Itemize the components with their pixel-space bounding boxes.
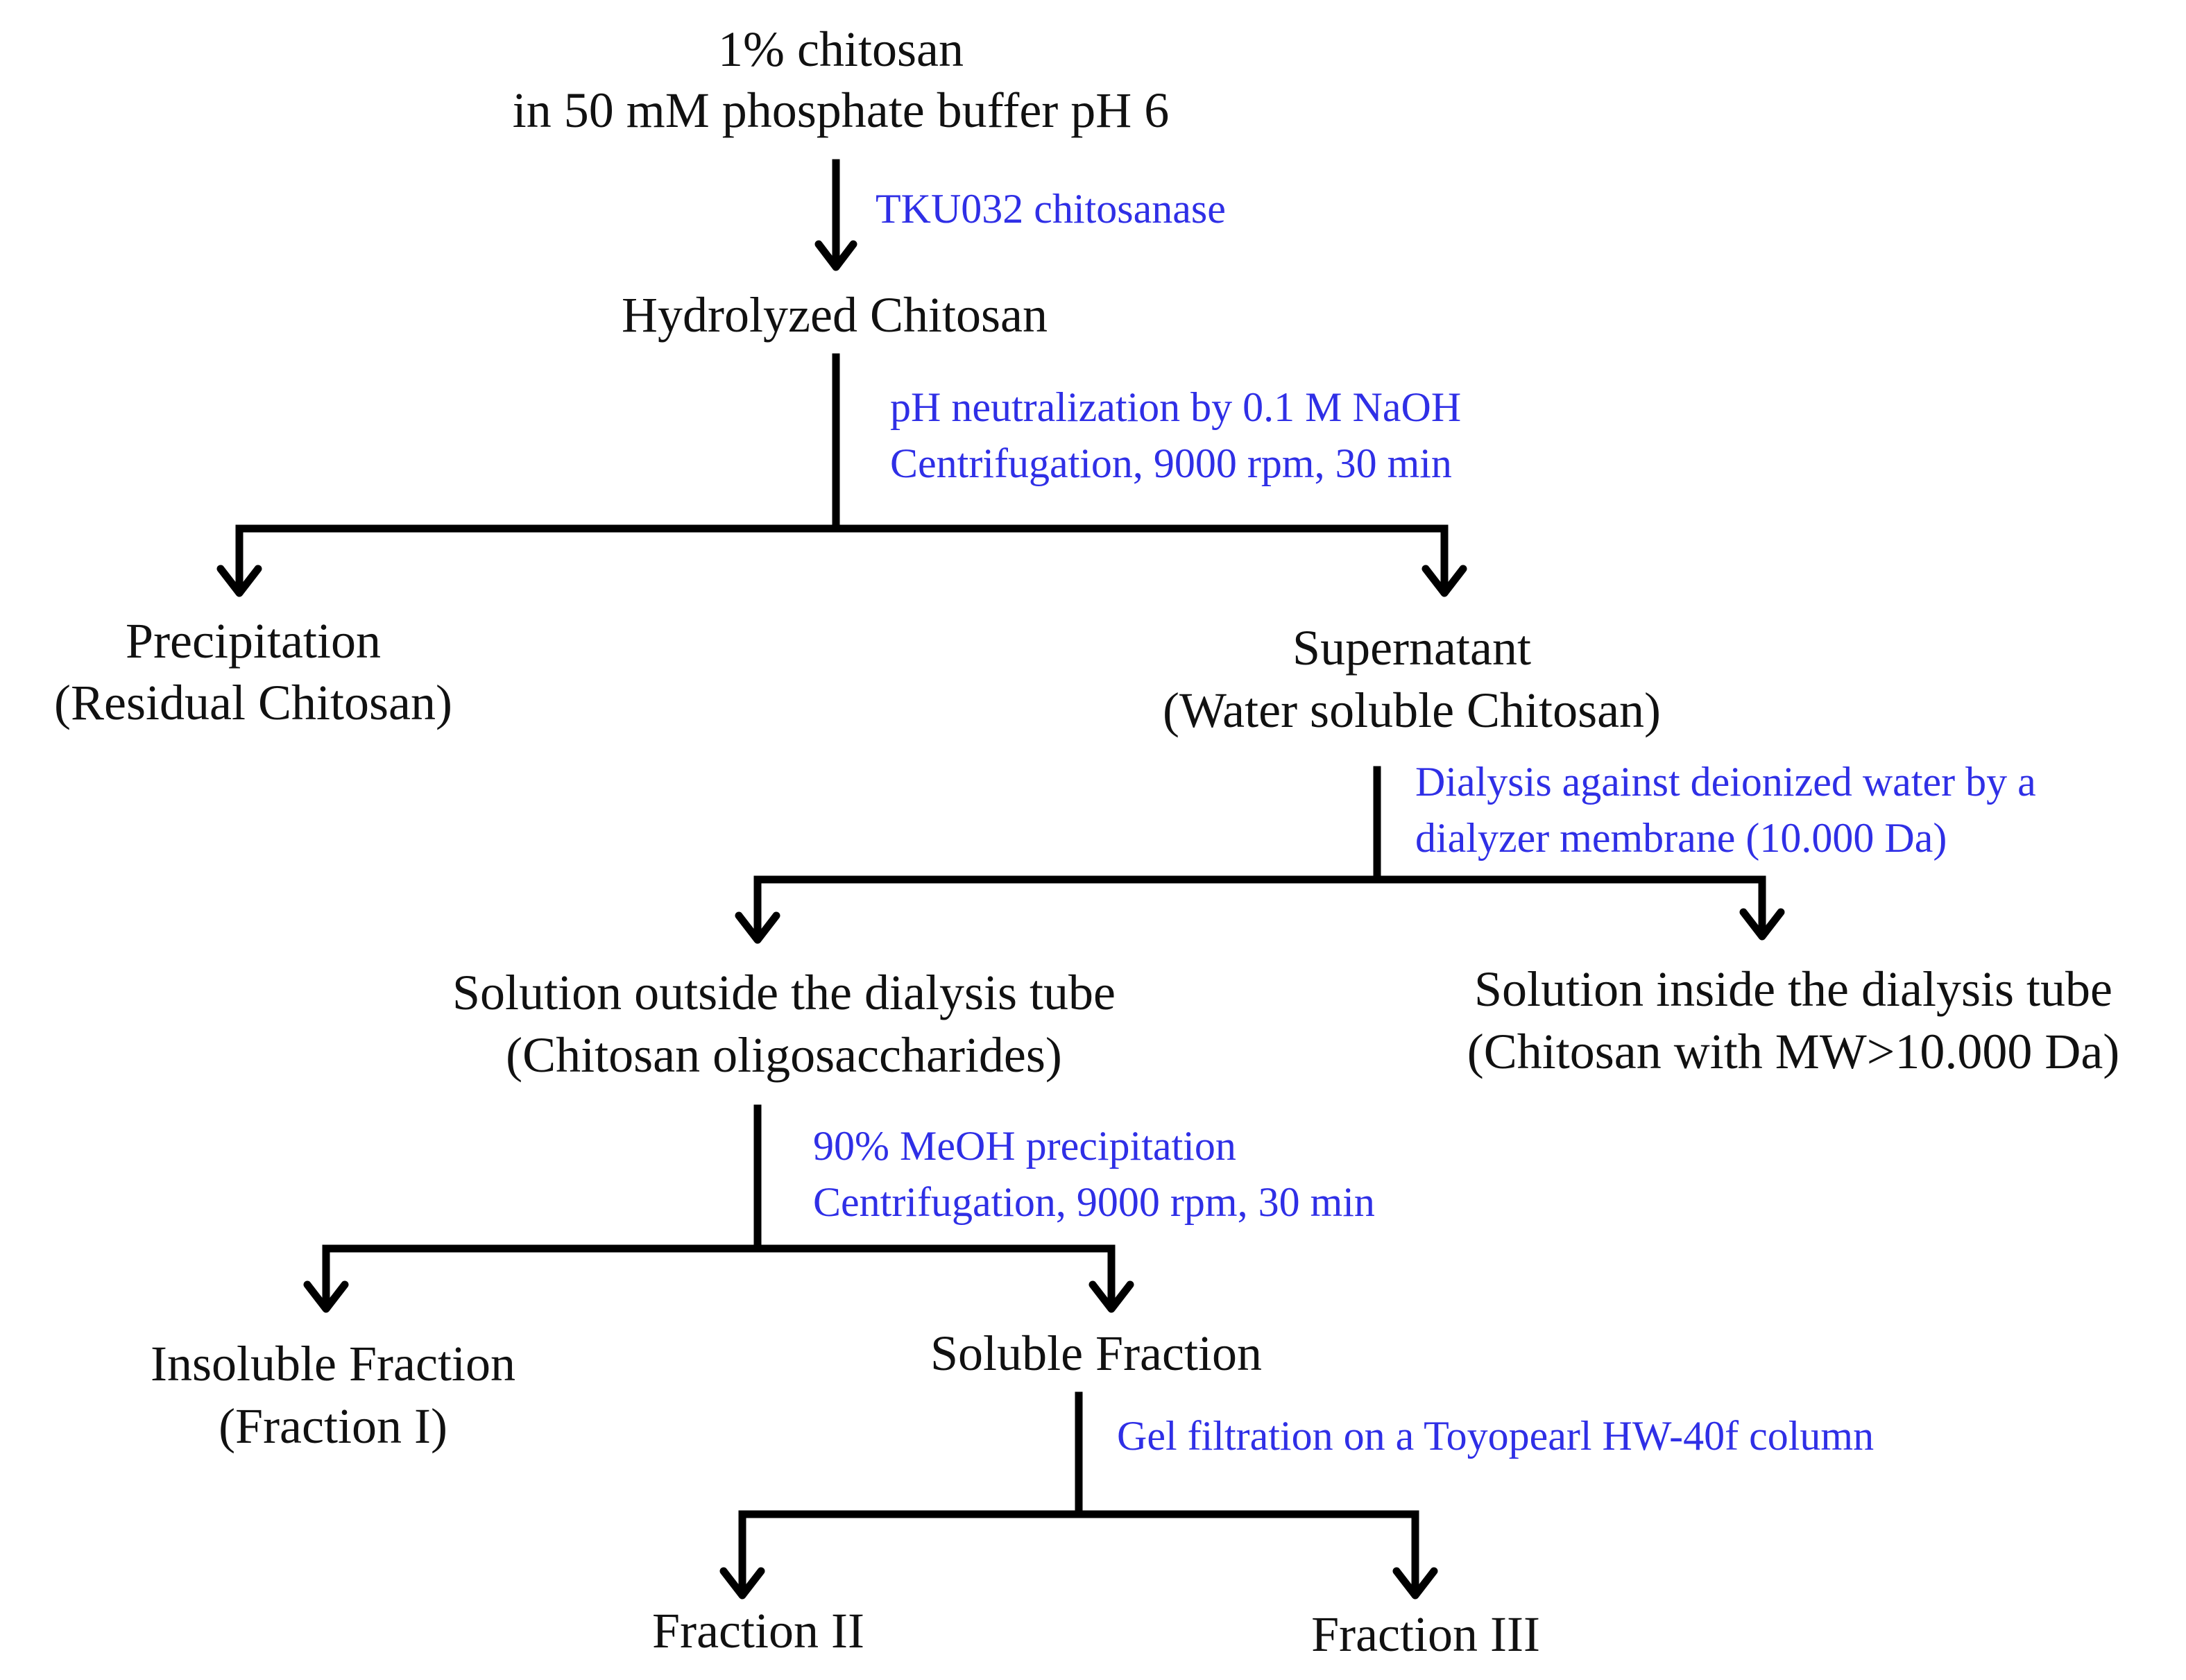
hydrolyzed-chitosan-node: Hydrolyzed Chitosan xyxy=(622,287,1048,343)
inside-dialysis-node-line2: (Chitosan with MW>10.000 Da) xyxy=(1467,1024,2120,1079)
arrowhead-to-insoluble xyxy=(303,1280,349,1313)
fraction-3-node: Fraction III xyxy=(1311,1606,1540,1662)
inside-dialysis-node-line1: Solution inside the dialysis tube xyxy=(1474,961,2112,1017)
supernatant-node-line2: (Water soluble Chitosan) xyxy=(1163,683,1661,738)
outside-dialysis-node-line2: (Chitosan oligosaccharides) xyxy=(506,1027,1062,1083)
arrowhead-to-inside xyxy=(1739,908,1785,941)
arrowhead-to-outside xyxy=(735,911,780,944)
fraction-2-node: Fraction II xyxy=(652,1603,864,1658)
enzyme-step-label: TKU032 chitosanase xyxy=(876,186,1226,232)
gel-filtration-step-label: Gel filtration on a Toyopearl HW-40f col… xyxy=(1117,1413,1874,1459)
insoluble-fraction-node-line2: (Fraction I) xyxy=(219,1398,447,1454)
dialysis-step-label-line1: Dialysis against deionized water by a xyxy=(1415,759,2036,805)
arrowhead-to-fraction-3 xyxy=(1392,1567,1438,1600)
centrifugation-step-label-2: Centrifugation, 9000 rpm, 30 min xyxy=(813,1179,1375,1225)
arrowheads xyxy=(216,240,1785,1600)
centrifugation-step-label-1: Centrifugation, 9000 rpm, 30 min xyxy=(890,440,1452,486)
start-node-line2: in 50 mM phosphate buffer pH 6 xyxy=(513,83,1170,138)
arrowhead-to-supernatant xyxy=(1421,565,1467,597)
precipitation-node-line1: Precipitation xyxy=(126,613,381,669)
neutralization-step-label: pH neutralization by 0.1 M NaOH xyxy=(890,384,1461,430)
arrowhead-to-fraction-2 xyxy=(719,1567,765,1600)
soluble-fraction-node: Soluble Fraction xyxy=(930,1326,1262,1381)
connectors xyxy=(235,159,1766,1596)
dialysis-step-label-line2: dialyzer membrane (10.000 Da) xyxy=(1415,815,1947,861)
insoluble-fraction-node-line1: Insoluble Fraction xyxy=(151,1336,515,1391)
supernatant-node-line1: Supernatant xyxy=(1292,620,1531,676)
arrowhead-to-soluble xyxy=(1088,1280,1134,1313)
arrowhead-to-precipitation xyxy=(216,565,262,597)
arrowhead-to-hydrolyzed xyxy=(814,240,857,271)
start-node-line1: 1% chitosan xyxy=(718,22,964,77)
precipitation-node-line2: (Residual Chitosan) xyxy=(54,675,452,730)
methanol-step-label: 90% MeOH precipitation xyxy=(813,1123,1236,1169)
outside-dialysis-node-line1: Solution outside the dialysis tube xyxy=(452,965,1116,1020)
